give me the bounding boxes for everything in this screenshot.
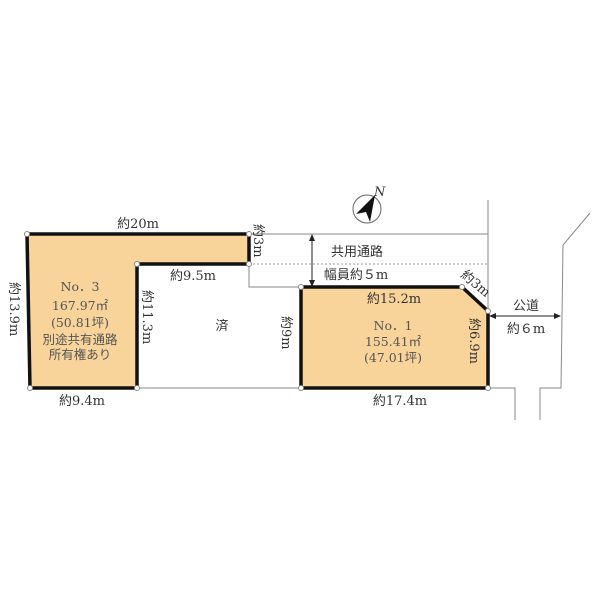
public-road-width: 約６m <box>507 322 545 337</box>
public-road-width-arrow <box>489 313 561 319</box>
lot-3-note-1: 別途共有通路 <box>42 332 118 347</box>
lot-1-dim-top: 約15.2m <box>367 292 421 307</box>
public-road-label: 公道 <box>513 299 539 314</box>
shared-road-width-arrow <box>309 234 315 287</box>
lot-3-dim-step: 約3m <box>250 224 265 258</box>
lot-3-dim-top: 約20m <box>117 217 159 232</box>
lot-1-boundary <box>299 285 490 390</box>
shared-road-label: 共用通路 <box>331 244 383 260</box>
north-label: N <box>373 185 386 200</box>
lot-1-tsubo: (47.01坪) <box>364 350 422 365</box>
lot-3-number: No．3 <box>61 279 100 294</box>
lot-1-area: 155.41㎡ <box>365 334 422 349</box>
lot-1-number: No．1 <box>374 318 413 333</box>
lot-3-dim-left: 約13.9m <box>6 282 21 336</box>
context-lines <box>137 200 591 420</box>
lot-3-note-2: 所有権あり <box>49 347 112 362</box>
lot-3-dim-bottom: 約9.4m <box>59 394 105 409</box>
lot-1-parcel[interactable] <box>301 287 488 388</box>
sold-label: 済 <box>215 318 228 334</box>
boundary-markers <box>24 231 491 391</box>
shared-road-width: 幅員約５m <box>324 268 388 283</box>
lot-3-dim-inner-right: 約11.3m <box>139 290 154 344</box>
lot-3-dim-inner-top: 約9.5m <box>170 269 216 284</box>
lot-3-tsubo: (50.81坪) <box>51 315 109 330</box>
lot-3-parcel[interactable] <box>27 234 249 388</box>
north-compass-icon: N <box>352 185 386 224</box>
lot-1-dim-bottom: 約17.4m <box>373 394 427 409</box>
lot-3-area: 167.97㎡ <box>52 298 109 313</box>
lot-1-dim-left: 約9m <box>278 316 293 350</box>
lot-1-dim-right: 約6.9m <box>466 318 481 364</box>
